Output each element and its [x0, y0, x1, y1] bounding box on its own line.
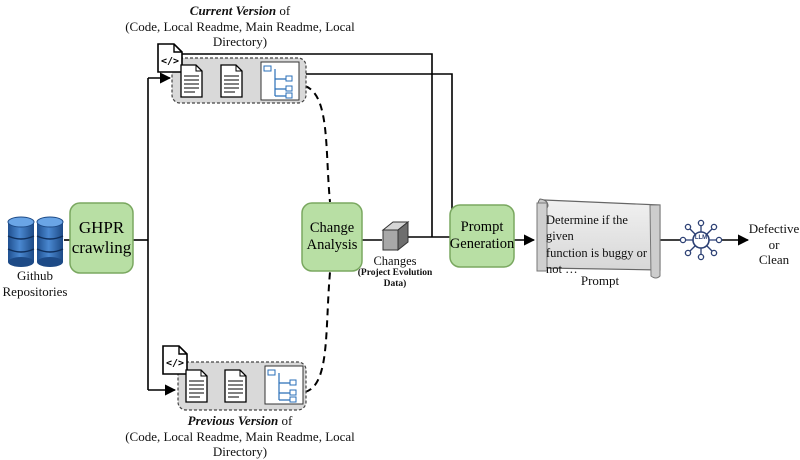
directory-tree-icon — [260, 61, 300, 101]
svg-text:</>: </> — [166, 358, 184, 369]
project-evolution-data-label: (Project Evolution Data) — [357, 268, 433, 290]
current-to-prompt-line-a — [182, 53, 433, 237]
llm-network-icon — [679, 219, 723, 261]
output-label: Defective or Clean — [748, 221, 800, 268]
previous-to-analysis-curve — [304, 271, 331, 393]
connectors — [64, 53, 750, 396]
ghpr-crawling-box — [69, 202, 134, 274]
prompt-scroll-icon — [536, 198, 661, 279]
code-file-icon: </> — [162, 345, 188, 375]
database-icon — [7, 216, 64, 267]
dashed-curves — [304, 85, 331, 393]
changes-label: Changes — [373, 254, 417, 268]
change-analysis-box — [301, 202, 363, 272]
current-version-caption: Current Version of (Code, Local Readme, … — [125, 3, 355, 50]
previous-version-group: </> — [162, 345, 307, 411]
local-readme-icon — [180, 64, 203, 98]
main-readme-icon — [224, 369, 247, 403]
directory-tree-icon — [264, 365, 304, 405]
svg-text:</>: </> — [161, 56, 179, 67]
github-label-line1: Github — [16, 268, 54, 283]
llm-icon-label: LLM — [694, 235, 708, 241]
changes-cube-icon — [381, 220, 410, 252]
local-readme-icon — [185, 369, 208, 403]
github-repositories-label: Github Repositories — [0, 268, 70, 299]
database-cylinder-2 — [36, 216, 64, 267]
current-to-analysis-curve — [304, 85, 331, 203]
prompt-caption: Prompt — [580, 273, 620, 288]
previous-version-caption: Previous Version of (Code, Local Readme,… — [125, 413, 355, 460]
prompt-text: Determine if the given function is buggy… — [546, 213, 648, 276]
main-readme-icon — [220, 64, 243, 98]
current-to-prompt-line-b — [305, 73, 453, 237]
current-version-group: </> — [157, 43, 307, 104]
database-cylinder-1 — [7, 216, 35, 267]
github-label-line2: Repositories — [2, 283, 68, 299]
code-file-icon: </> — [157, 43, 183, 73]
prompt-generation-box — [449, 204, 515, 268]
